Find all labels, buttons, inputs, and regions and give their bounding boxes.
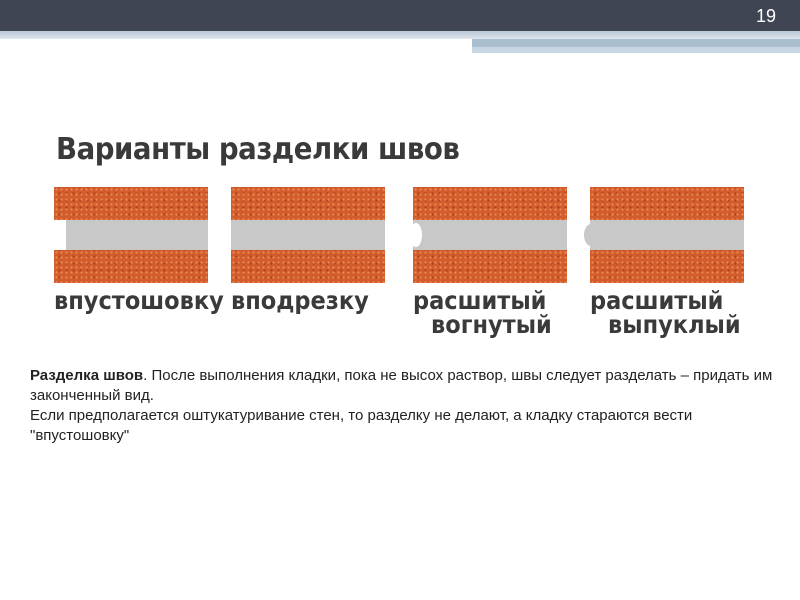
- variant-undercut: вподрезку: [231, 187, 385, 313]
- variant-label-line2: выпуклый: [608, 310, 741, 339]
- paragraph-1: Разделка швов. После выполнения кладки, …: [30, 366, 775, 406]
- paragraph-2: Если предполагается оштукатуривание стен…: [30, 407, 693, 444]
- mortar-joint-concave: [410, 220, 567, 250]
- variant-label: расшитый вогнутый: [413, 286, 552, 339]
- paragraph-1-text: . После выполнения кладки, пока не высох…: [30, 367, 773, 404]
- variant-label: расшитый выпуклый: [590, 286, 741, 339]
- brick-bottom: [413, 250, 567, 283]
- variant-flush-hollow: впустошовку: [54, 187, 224, 315]
- bold-term: Разделка швов: [30, 367, 144, 384]
- variant-concave: расшитый вогнутый: [410, 187, 567, 339]
- variant-label-line1: вподрезку: [231, 286, 369, 315]
- header-accent-stripe-right: [472, 39, 800, 47]
- mortar-joint-recessed: [66, 220, 208, 250]
- header-bar: 19: [0, 0, 800, 31]
- joint-variants-figure: Варианты разделки швов впустошовку вподр…: [54, 132, 754, 352]
- variant-label-line1: расшитый: [413, 286, 547, 315]
- body-text: Разделка швов. После выполнения кладки, …: [30, 366, 775, 446]
- header-accent-stripe: [0, 31, 800, 39]
- figure-title: Варианты разделки швов: [56, 132, 460, 167]
- variant-label: вподрезку: [231, 286, 370, 315]
- variant-label-line1: расшитый: [590, 286, 724, 315]
- variant-label: впустошовку: [54, 286, 224, 315]
- brick-top: [231, 187, 385, 220]
- concave-notch: [410, 223, 422, 247]
- mortar-joint-convex: [584, 220, 744, 250]
- brick-top: [413, 187, 567, 220]
- variant-label-line1: впустошовку: [54, 286, 224, 315]
- slide-number: 19: [755, 6, 776, 26]
- brick-bottom: [590, 250, 744, 283]
- variant-label-line2: вогнутый: [431, 310, 552, 339]
- header-accent-stripe-right-light: [472, 47, 800, 53]
- brick-top: [54, 187, 208, 220]
- convex-bump: [584, 224, 598, 246]
- variant-convex: расшитый выпуклый: [584, 187, 744, 339]
- brick-top: [590, 187, 744, 220]
- brick-bottom: [54, 250, 208, 283]
- mortar-joint-flush: [231, 220, 385, 250]
- brick-bottom: [231, 250, 385, 283]
